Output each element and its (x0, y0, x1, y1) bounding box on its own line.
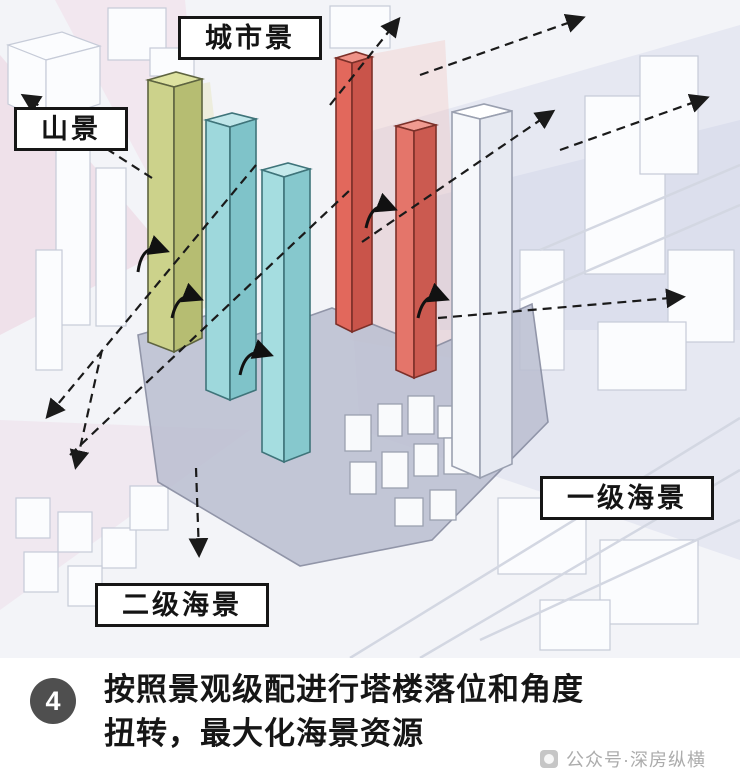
label-mountain-view: 山景 (14, 107, 128, 152)
red-tower-rear (333, 51, 375, 334)
step-number-badge: 4 (30, 678, 76, 724)
red-tower-front (392, 119, 440, 380)
watermark-text: 公众号·深房纵横 (566, 750, 706, 770)
diagram-stage: 城市景 山景 一级海景 二级海景 (0, 0, 740, 658)
low-rise-cluster (344, 395, 471, 527)
site-plan-illustration (0, 0, 740, 658)
label-sea-view-primary: 一级海景 (540, 476, 714, 521)
background-buildings (6, 5, 735, 651)
caption-bar: 4 按照景观级配进行塔楼落位和角度 扭转，最大化海景资源 公众号·深房纵横 (0, 658, 740, 784)
caption-line-2: 扭转，最大化海景资源 (104, 716, 424, 752)
white-tower (451, 103, 513, 480)
label-city-view: 城市景 (178, 16, 322, 61)
caption-line-1: 按照景观级配进行塔楼落位和角度 (104, 672, 584, 707)
label-sea-view-secondary: 二级海景 (95, 583, 269, 628)
watermark: 公众号·深房纵横 (540, 746, 706, 772)
rotation-arrows (136, 192, 450, 376)
caption-text: 按照景观级配进行塔楼落位和角度 扭转，最大化海景资源 (104, 668, 584, 756)
watermark-logo-icon (540, 750, 558, 768)
cyan-tower-front (259, 162, 313, 464)
